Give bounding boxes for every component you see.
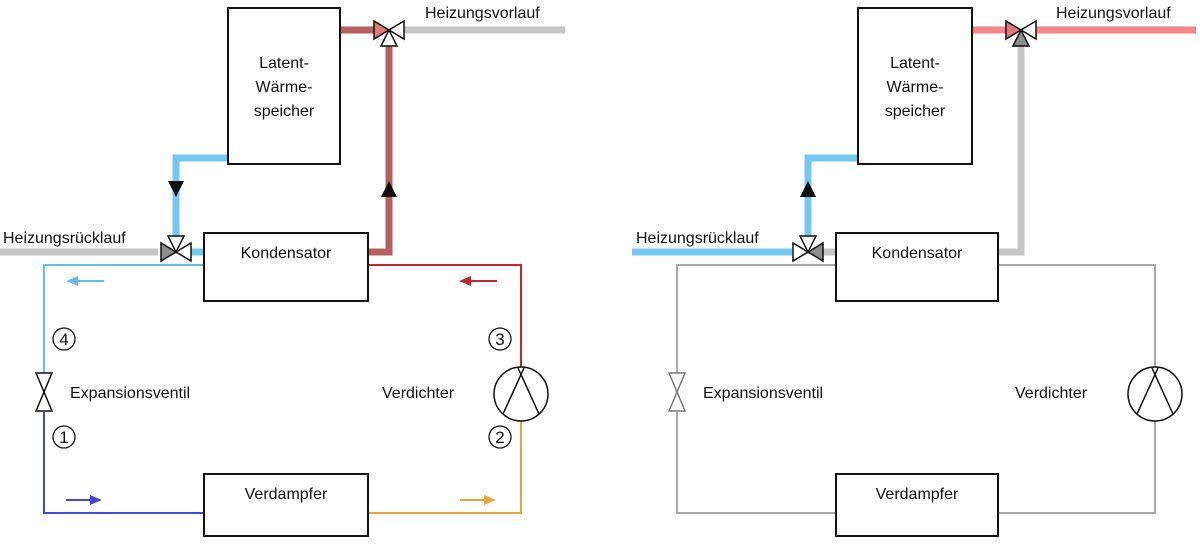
left-condenser-box [203,232,369,302]
left-condenser-label: Kondensator [241,245,332,262]
left-circuit-cold [43,264,204,373]
left-point-2: 2 [488,425,512,449]
left-circuit-arrows [66,276,497,505]
left-return-label: Heizungsrücklauf [3,230,126,247]
left-storage-label-2: Wärme- [256,79,313,96]
left-point-1: 1 [52,425,76,449]
left-circuit-orange [368,421,522,514]
right-circuit-bottom-left [676,412,836,514]
right-expansion-valve-label: Expansionsventil [703,385,823,402]
right-expansion-valve-icon [667,372,687,412]
left-hot-pipe-riser [368,40,393,256]
svg-text:4: 4 [59,330,68,349]
right-storage-label-3: speicher [885,103,946,120]
left-point-3: 3 [488,327,512,351]
left-expansion-valve-icon [34,372,54,412]
right-condenser-box [835,232,999,302]
left-expansion-valve-label: Expansionsventil [70,385,190,402]
right-circuit-top-right [998,264,1156,367]
right-hydraulic-pipes [632,26,1196,256]
left-flow-up-arrow-icon [381,181,397,197]
left-flow-down-arrow-icon [168,181,184,197]
left-evaporator-box [203,473,369,537]
left-circuit-hot [368,264,522,367]
right-circuit-bottom-right [998,421,1156,514]
right-compressor-label: Verdichter [1015,385,1088,402]
right-condenser-riser [998,46,1025,256]
left-storage-label-3: speicher [254,103,315,120]
left-refrigerant-circuit [43,264,522,514]
left-compressor-icon [493,366,549,422]
right-return-label: Heizungsrücklauf [636,230,759,247]
right-circuit-left [676,264,836,373]
flow-arrow-icon [66,276,104,286]
left-return-valve-icon [160,235,192,263]
left-circuit-lowp [43,412,204,514]
left-diagram: Latent- Wärme- speicher Kondensator Verd… [0,5,565,537]
left-storage-box [227,7,341,165]
right-storage-label-1: Latent- [890,55,940,72]
left-supply-valve-icon [373,19,405,47]
right-return-valve-icon [792,235,824,263]
left-storage-return-pipe [172,154,228,242]
left-point-4: 4 [52,327,76,351]
left-evaporator-label: Verdampfer [245,486,328,503]
svg-text:1: 1 [59,428,68,447]
flow-arrow-icon [459,276,497,286]
left-storage-label-1: Latent- [259,55,309,72]
right-condenser-label: Kondensator [872,245,963,262]
right-storage-pipe [804,154,858,242]
svg-text:2: 2 [495,428,504,447]
left-supply-label: Heizungsvorlauf [425,5,540,22]
svg-text:3: 3 [495,330,504,349]
right-storage-box [857,7,973,165]
right-supply-label: Heizungsvorlauf [1056,5,1171,22]
right-supply-valve-icon [1005,19,1037,47]
right-storage-label-2: Wärme- [887,79,944,96]
flow-arrow-icon [460,495,496,505]
right-flow-up-arrow-icon [800,181,816,197]
left-compressor-label: Verdichter [382,385,455,402]
right-diagram: Latent- Wärme- speicher Kondensator Verd… [632,5,1196,537]
right-evaporator-box [835,473,999,537]
right-compressor-icon [1127,366,1183,422]
flow-arrow-icon [66,495,102,505]
right-refrigerant-circuit [676,264,1156,514]
left-hydraulic-pipes [0,26,565,256]
right-evaporator-label: Verdampfer [876,486,959,503]
